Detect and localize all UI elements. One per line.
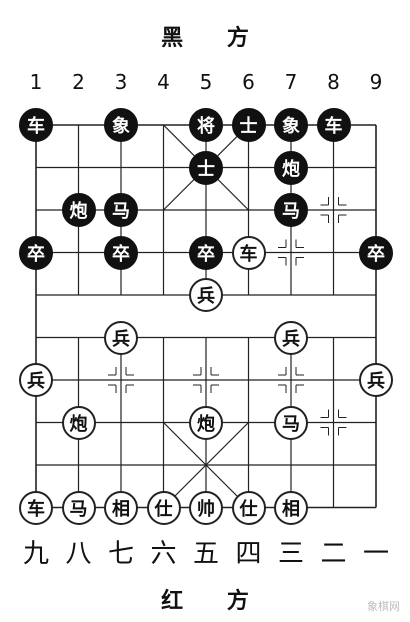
file-number-bottom: 四: [235, 539, 262, 569]
black-piece[interactable]: 卒: [104, 235, 138, 270]
file-number-bottom: 九: [22, 539, 49, 569]
black-piece[interactable]: 卒: [359, 235, 393, 270]
file-number-top: 2: [72, 70, 85, 94]
black-piece[interactable]: 马: [104, 193, 138, 227]
palace-diagonal: [163, 422, 249, 508]
file-number-bottom: 三: [277, 539, 304, 569]
red-side-title: 红 方: [161, 589, 267, 614]
black-piece[interactable]: 车: [19, 108, 53, 142]
red-piece[interactable]: 仕: [231, 490, 266, 525]
red-piece[interactable]: 炮: [61, 405, 96, 440]
red-piece[interactable]: 马: [274, 405, 308, 440]
red-piece[interactable]: 兵: [274, 320, 308, 355]
file-number-bottom: 二: [320, 539, 347, 569]
red-piece[interactable]: 仕: [146, 490, 181, 525]
black-piece[interactable]: 炮: [274, 150, 308, 185]
file-number-top: 3: [114, 70, 128, 94]
red-piece[interactable]: 相: [104, 490, 138, 525]
red-piece[interactable]: 兵: [19, 363, 53, 397]
red-piece[interactable]: 车: [19, 490, 53, 525]
black-piece[interactable]: 士: [189, 150, 223, 185]
red-piece[interactable]: 相: [274, 490, 308, 525]
red-piece[interactable]: 兵: [359, 363, 393, 397]
black-piece[interactable]: 卒: [189, 235, 223, 270]
file-number-top: 6: [242, 70, 255, 94]
file-number-bottom: 六: [150, 539, 177, 569]
red-piece[interactable]: 兵: [189, 278, 223, 312]
red-piece[interactable]: 帅: [189, 490, 223, 525]
red-piece[interactable]: 马: [61, 490, 96, 525]
file-number-top: 5: [199, 70, 213, 94]
file-number-top: 4: [157, 70, 170, 94]
file-number-bottom: 八: [65, 539, 92, 569]
file-number-top: 8: [327, 70, 340, 94]
red-piece[interactable]: 车: [231, 235, 266, 270]
black-piece[interactable]: 将: [189, 108, 223, 142]
red-piece[interactable]: 兵: [104, 320, 138, 355]
file-number-bottom: 一: [362, 539, 389, 569]
black-piece[interactable]: 炮: [61, 193, 96, 227]
black-piece[interactable]: 象: [104, 108, 138, 142]
black-piece[interactable]: 卒: [19, 235, 53, 270]
black-side-title: 黑 方: [161, 26, 267, 51]
black-piece[interactable]: 象: [274, 108, 308, 142]
black-piece[interactable]: 车: [316, 108, 351, 142]
file-number-top: 1: [29, 70, 43, 94]
file-number-top: 7: [284, 70, 298, 94]
red-piece[interactable]: 炮: [189, 405, 223, 440]
file-number-bottom: 五: [192, 539, 219, 569]
black-piece[interactable]: 士: [231, 108, 266, 142]
file-number-top: 9: [369, 70, 383, 94]
file-number-bottom: 七: [107, 539, 134, 569]
watermark: 象棋网: [367, 600, 400, 613]
black-piece[interactable]: 马: [274, 193, 308, 227]
